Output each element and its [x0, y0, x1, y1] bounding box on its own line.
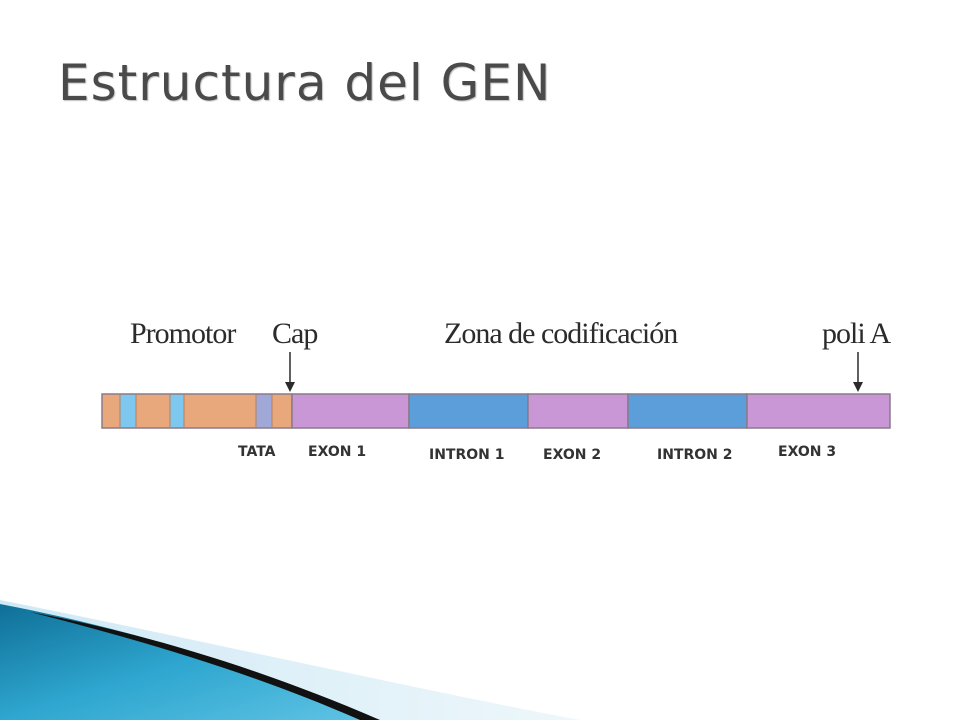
intron-2-segment: [627, 393, 748, 429]
promoter-element-2: [170, 394, 184, 428]
label-zona-codificacion: Zona de codificación: [444, 317, 678, 350]
label-exon-3: EXON 3: [778, 444, 836, 460]
tata-box: [256, 394, 272, 428]
label-exon-1: EXON 1: [308, 444, 366, 460]
promoter-element-1: [120, 394, 136, 428]
label-intron-1: INTRON 1: [429, 447, 505, 463]
label-cap: Cap: [272, 317, 317, 350]
slide-title: Estructura del GEN: [58, 54, 552, 112]
exon-2-segment: [527, 393, 629, 429]
label-tata: TATA: [238, 444, 276, 460]
exon-3-segment: [746, 393, 891, 429]
label-poli-a: poli A: [822, 317, 892, 350]
promoter-region: [101, 393, 293, 429]
cap-arrow-icon: [285, 352, 295, 392]
label-intron-2: INTRON 2: [657, 447, 733, 463]
poli-a-arrow-icon: [853, 352, 863, 392]
label-promotor: Promotor: [130, 317, 236, 350]
label-exon-2: EXON 2: [543, 447, 601, 463]
